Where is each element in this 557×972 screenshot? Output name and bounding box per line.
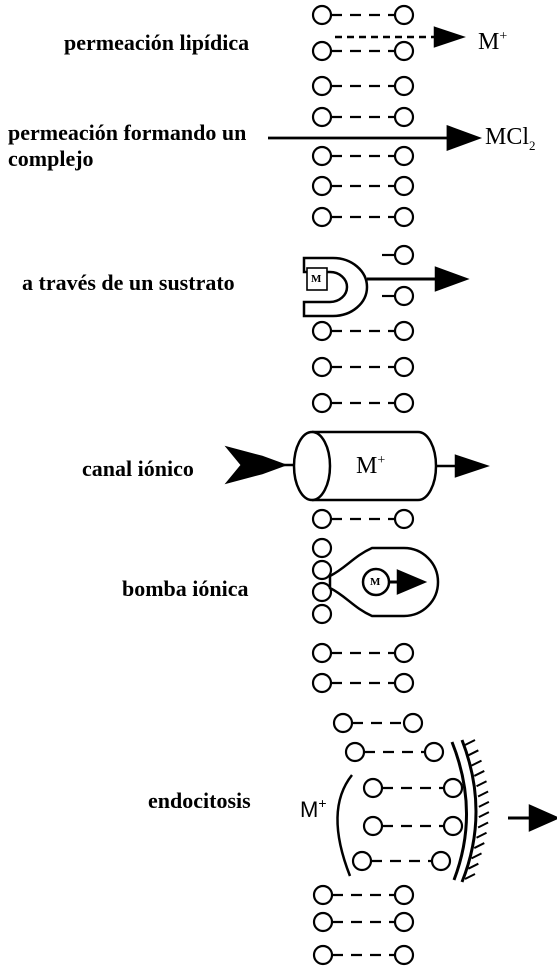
lipid-head <box>311 581 333 603</box>
endocytosis-ion-symbol: M+ <box>300 795 327 822</box>
lipid-head <box>393 884 415 906</box>
label-substrate: a través de un sustrato <box>22 270 235 295</box>
lipid-head <box>393 672 415 694</box>
lipid-head <box>311 603 333 625</box>
label-lipid-permeation: permeación lipídica <box>64 30 250 55</box>
lipid-head <box>351 850 373 872</box>
product-m-plus: M+ <box>478 29 508 55</box>
product-mcl2: MCl2 <box>485 124 536 153</box>
coat-spike <box>473 770 485 777</box>
coat-spike <box>477 821 489 829</box>
lipid-head <box>430 850 452 872</box>
lipid-head <box>423 741 445 763</box>
lipid-head <box>393 106 415 128</box>
channel-ion-symbol: M+ <box>356 453 386 479</box>
lipid-head <box>311 145 333 167</box>
label-ion-pump: bomba iónica <box>122 576 249 601</box>
lipid-head <box>311 356 333 378</box>
lipid-head <box>311 4 333 26</box>
lipid-head <box>311 175 333 197</box>
lipid-head <box>311 559 333 581</box>
coat-spike <box>476 831 487 839</box>
coat-spike <box>477 790 489 798</box>
coat-spike <box>476 780 487 788</box>
ion-channel <box>224 430 490 502</box>
lipid-head <box>393 911 415 933</box>
lipid-head <box>442 777 464 799</box>
ion-pump <box>328 546 440 618</box>
lipid-head <box>393 40 415 62</box>
lipid-head <box>311 206 333 228</box>
lipid-head <box>312 944 334 966</box>
coat-spike <box>464 739 476 746</box>
lipid-head <box>393 356 415 378</box>
lipid-head <box>311 672 333 694</box>
lipid-head <box>442 815 464 837</box>
carrier-symbol: M <box>311 273 322 285</box>
lipid-head <box>312 911 334 933</box>
coat-spikes <box>464 739 490 880</box>
lipid-head <box>311 75 333 97</box>
lipid-head <box>311 392 333 414</box>
label-complex-permeation-line2: complejo <box>8 146 94 171</box>
pump-symbol: M <box>370 576 381 588</box>
lipid-bilayer <box>311 4 464 966</box>
coat-spike <box>471 852 482 860</box>
lipid-head <box>393 944 415 966</box>
lipid-head <box>344 741 366 763</box>
coat-spike <box>478 811 490 819</box>
coat-spike <box>478 800 490 808</box>
lipid-head <box>393 392 415 414</box>
lipid-head <box>311 642 333 664</box>
lipid-head <box>393 4 415 26</box>
label-ion-channel: canal iónico <box>82 456 194 481</box>
coat-spike <box>473 842 485 849</box>
lipid-head <box>362 815 384 837</box>
lipid-head <box>402 712 424 734</box>
endocytosis-vesicle <box>336 739 557 883</box>
lipid-head <box>393 206 415 228</box>
lipid-head <box>362 777 384 799</box>
lipid-head <box>393 175 415 197</box>
coat-spike <box>471 759 482 767</box>
lipid-head <box>311 106 333 128</box>
label-complex-permeation-line1: permeación formando un <box>8 120 247 145</box>
coat-spike <box>467 862 479 870</box>
lipid-head <box>393 508 415 530</box>
substrate-carrier <box>302 256 470 318</box>
coat-spike <box>467 749 479 757</box>
lipid-head <box>393 320 415 342</box>
complex-permeation-arrow <box>268 124 483 152</box>
coat-spike <box>464 873 476 880</box>
lipid-head <box>311 320 333 342</box>
lipid-head <box>311 537 333 559</box>
lipid-head <box>332 712 354 734</box>
lipid-head <box>311 508 333 530</box>
label-endocytosis: endocitosis <box>148 788 251 813</box>
lipid-head <box>393 145 415 167</box>
lipid-head <box>393 244 415 266</box>
lipid-permeation-arrow <box>335 26 466 48</box>
lipid-head <box>393 285 415 307</box>
lipid-head <box>312 884 334 906</box>
lipid-head <box>311 40 333 62</box>
lipid-head <box>393 75 415 97</box>
lipid-head <box>393 642 415 664</box>
